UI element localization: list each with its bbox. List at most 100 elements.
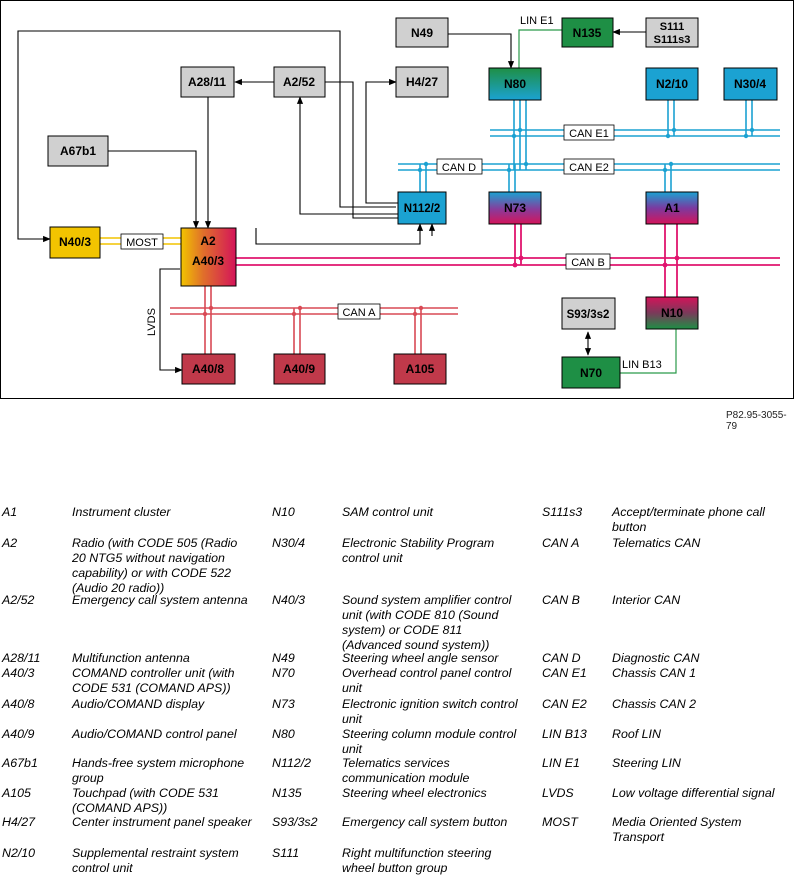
node-n10: N10 [645,296,699,330]
legend-code: CAN E2 [542,697,587,711]
svg-text:S93/3s2: S93/3s2 [567,309,610,321]
legend-description: Low voltage differential signal [612,786,775,800]
node-n40-3: N40/3 [49,226,101,259]
legend-description: COMAND controller unit (with CODE 531 (C… [72,666,235,695]
node-h4-27: H4/27 [395,66,449,98]
node-n73: N73 [488,191,542,225]
legend-code: S93/3s2 [272,815,318,829]
legend-description: Hands-free system microphone group [72,756,245,785]
node-s93-3s2: S93/3s2 [561,297,616,330]
node-n135: N135 [561,17,614,48]
legend-code: N73 [272,697,295,711]
node-a2-a40-3: A2 A40/3 [180,227,237,287]
legend-code: N10 [272,505,295,519]
node-a2-52: A2/52 [273,66,326,98]
legend-code: LIN B13 [542,727,587,741]
node-s111: S111 S111s3 [645,17,699,48]
svg-text:A40/3: A40/3 [192,254,224,268]
node-n80: N80 [488,67,542,101]
svg-text:A67b1: A67b1 [60,144,96,158]
legend-code: A40/9 [2,727,35,741]
svg-text:A105: A105 [406,362,435,376]
legend-code: A40/3 [2,666,35,680]
legend-code: N30/4 [272,536,306,550]
bus-label-can-e2: CAN E2 [563,158,615,175]
bus-label-lvds: LVDS [146,308,158,336]
figure-code: P82.95-3055-79 [726,410,787,432]
svg-text:LVDS: LVDS [146,308,158,336]
legend-description: Multifunction antenna [72,651,190,665]
svg-text:CAN B: CAN B [571,257,605,269]
legend-code: A2 [2,536,18,550]
legend-code: N70 [272,666,295,680]
legend-description: Accept/terminate phone call button [612,505,765,534]
legend-description: Sound system amplifier control unit (wit… [342,593,512,652]
legend-description: Telematics services communication module [342,756,470,785]
node-a40-8: A40/8 [181,353,236,385]
legend-description: Supplemental restraint system control un… [72,846,239,875]
svg-text:H4/27: H4/27 [406,75,438,89]
legend-code: N135 [272,786,302,800]
lin-lines [518,29,677,374]
legend-description: Steering wheel angle sensor [342,651,499,665]
svg-text:N10: N10 [661,306,683,320]
svg-text:LIN B13: LIN B13 [622,359,662,371]
legend-description: Audio/COMAND display [72,697,205,711]
legend-code: A2/52 [2,593,35,607]
bus-label-can-a: CAN A [337,303,381,320]
a1-drops [664,164,678,297]
svg-text:N2/10: N2/10 [656,77,688,91]
legend-code: A28/11 [2,651,41,665]
svg-text:A40/8: A40/8 [192,362,224,376]
legend-description: Chassis CAN 1 [612,666,697,680]
bus-label-can-d: CAN D [436,158,483,175]
node-a1: A1 [645,191,699,225]
svg-text:S111: S111 [660,21,684,33]
legend-description: Emergency call system button [342,815,508,829]
bus-label-can-b: CAN B [565,253,611,270]
legend-code: A1 [2,505,18,519]
svg-text:A40/9: A40/9 [283,362,315,376]
legend-description: Touchpad (with CODE 531 (COMAND APS)) [72,786,219,815]
legend-description: Steering LIN [612,756,681,770]
node-n49: N49 [395,17,449,48]
legend-code: A105 [2,786,31,800]
svg-text:N73: N73 [504,201,526,215]
legend-code: A67b1 [2,756,38,770]
legend-description: Overhead control panel control unit [342,666,512,695]
node-n70: N70 [561,356,621,389]
svg-text:CAN A: CAN A [342,307,376,319]
legend-description: Roof LIN [612,727,661,741]
legend-description: Telematics CAN [612,536,701,550]
svg-text:A2: A2 [200,234,216,248]
svg-text:A1: A1 [664,201,680,215]
legend-code: N112/2 [272,756,312,770]
legend-code: LIN E1 [542,756,580,770]
can-e1-bus [490,129,780,137]
svg-text:MOST: MOST [126,237,158,249]
legend-description: Emergency call system antenna [72,593,248,607]
legend-description: Electronic Stability Program control uni… [342,536,495,565]
legend-code: CAN A [542,536,580,550]
svg-text:N112/2: N112/2 [404,203,440,215]
legend-code: CAN E1 [542,666,587,680]
legend-code: S111s3 [542,505,583,519]
legend-code: N2/10 [2,846,36,860]
svg-text:LIN E1: LIN E1 [520,15,554,27]
svg-text:CAN E2: CAN E2 [569,162,609,174]
svg-text:N49: N49 [411,26,433,40]
legend-description: Audio/COMAND control panel [72,727,237,741]
legend-code: H4/27 [2,815,36,829]
svg-text:N30/4: N30/4 [734,77,766,91]
svg-text:CAN D: CAN D [442,162,476,174]
legend-description: Center instrument panel speaker [72,815,252,829]
bus-label-can-e1: CAN E1 [563,124,615,141]
bus-label-lin-b13: LIN B13 [622,359,662,371]
node-a40-9: A40/9 [273,353,326,385]
svg-text:N135: N135 [573,26,602,40]
legend-description: Electronic ignition switch control unit [342,697,518,726]
node-n30-4: N30/4 [723,67,778,101]
svg-text:N40/3: N40/3 [59,235,91,249]
node-n2-10: N2/10 [645,67,699,101]
can-b-bus [236,257,780,266]
